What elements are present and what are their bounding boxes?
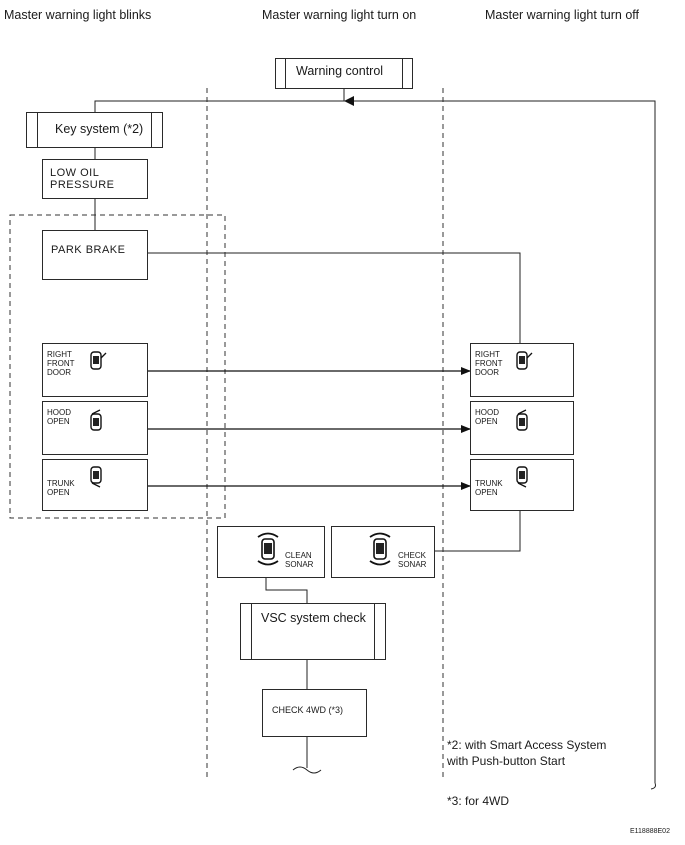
trunk-open-label-right: TRUNK OPEN (475, 479, 503, 497)
loop-end-hook (650, 782, 656, 790)
header-blinks: Master warning light blinks (4, 8, 152, 22)
right-front-door-label-left: RIGHT FRONT DOOR (47, 350, 75, 377)
group-dashed-border (9, 214, 226, 519)
line-trunk-to-sonar (432, 511, 521, 552)
car-door-icon (516, 351, 533, 370)
key-system-label: Key system (*2) (55, 122, 144, 136)
car-hood-icon (516, 409, 528, 431)
clean-sonar-box: CLEAN SONAR (217, 526, 325, 578)
line-control-to-key (94, 89, 345, 112)
sonar-car-icon (257, 532, 279, 566)
car-door-icon (90, 351, 107, 370)
car-hood-icon (90, 409, 102, 431)
header-turn-off: Master warning light turn off (485, 8, 640, 22)
warning-control-label: Warning control (296, 64, 384, 78)
trunk-open-box-right: TRUNK OPEN (470, 459, 574, 511)
warning-control-box: Warning control (275, 58, 413, 89)
line-park-to-right (148, 252, 521, 343)
vsc-system-check-box: VSC system check (240, 603, 386, 660)
car-trunk-icon (516, 466, 528, 488)
low-oil-pressure-box: LOW OIL PRESSURE (42, 159, 148, 199)
hood-open-label-right: HOOD OPEN (475, 408, 499, 426)
check-sonar-box: CHECK SONAR (331, 526, 435, 578)
return-loop-line (344, 100, 656, 783)
park-brake-label: PARK BRAKE (51, 244, 126, 256)
key-system-box: Key system (*2) (26, 112, 163, 148)
car-trunk-icon (90, 466, 102, 488)
right-front-door-box-right: RIGHT FRONT DOOR (470, 343, 574, 397)
low-oil-pressure-label: LOW OIL PRESSURE (50, 167, 115, 191)
return-loop-arrowhead (344, 96, 354, 106)
sonar-car-icon (369, 532, 391, 566)
hood-open-box-right: HOOD OPEN (470, 401, 574, 455)
header-turn-on: Master warning light turn on (262, 8, 417, 22)
hood-open-label-left: HOOD OPEN (47, 408, 71, 426)
right-front-door-box-left: RIGHT FRONT DOOR (42, 343, 148, 397)
right-front-door-label-right: RIGHT FRONT DOOR (475, 350, 503, 377)
line-break-symbol (292, 766, 322, 774)
clean-sonar-label: CLEAN SONAR (285, 551, 314, 569)
check-4wd-label: CHECK 4WD (*3) (272, 705, 344, 715)
figure-code: E118888E02 (630, 828, 670, 835)
hood-open-box-left: HOOD OPEN (42, 401, 148, 455)
footnote-2: *2: with Smart Access System with Push-b… (447, 738, 607, 768)
park-brake-box: PARK BRAKE (42, 230, 148, 280)
vsc-system-check-label: VSC system check (261, 611, 366, 625)
trunk-open-box-left: TRUNK OPEN (42, 459, 148, 511)
check-4wd-box: CHECK 4WD (*3) (262, 689, 367, 737)
line-sonar-to-vsc (265, 578, 308, 603)
footnote-3: *3: for 4WD (447, 794, 510, 808)
check-sonar-label: CHECK SONAR (398, 551, 427, 569)
trunk-open-label-left: TRUNK OPEN (47, 479, 75, 497)
